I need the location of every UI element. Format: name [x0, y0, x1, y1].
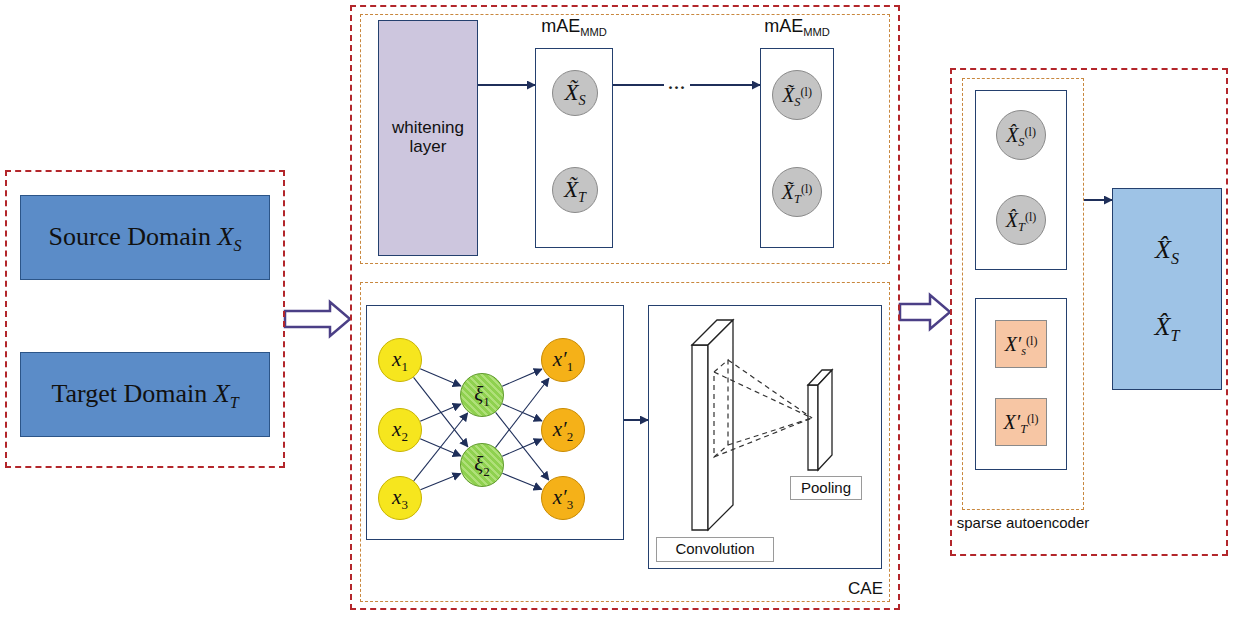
output-neuron: x′2: [541, 408, 585, 452]
node-label: whitening layer: [385, 119, 471, 156]
domain-box: Source Domain XS: [20, 195, 270, 280]
projection-line: [714, 418, 812, 457]
pool-slab-front: [808, 385, 818, 470]
hidden-neuron: ξ1: [460, 373, 504, 417]
node-label: Pooling: [801, 480, 851, 497]
math-symbol: X̂S(l): [1006, 124, 1036, 146]
node-label: X′T(l): [1004, 411, 1039, 433]
block-arrow: [900, 295, 950, 329]
block-arrow: [285, 302, 350, 336]
connector-arrow: [502, 439, 542, 456]
connector-arrow: [624, 419, 648, 421]
math-symbol: x′2: [553, 418, 573, 441]
math-symbol: x3: [392, 486, 408, 509]
math-symbol: X̃T(l): [782, 181, 812, 203]
math-symbol: X̃S: [564, 80, 585, 105]
input-neuron: x2: [378, 408, 422, 452]
convolution-box: Convolution Pooling: [648, 305, 882, 569]
math-symbol: x′3: [553, 486, 573, 509]
projection-line: [714, 372, 812, 418]
edge-label: ...: [664, 68, 690, 95]
input-neuron: x1: [378, 338, 422, 382]
output-neuron: x′3: [541, 476, 585, 520]
group-heading: sparse autoencoder: [957, 515, 1090, 532]
feature-square: X′T(l): [995, 398, 1047, 446]
feature-circle: X̃T(l): [772, 167, 822, 217]
connector-arrow: [495, 378, 549, 447]
cae-group: CAE x1 x2 x3 ξ1 ξ2 x′1 x′2 x′3Convolution Pooling: [360, 282, 890, 602]
connector-arrow: [420, 369, 461, 386]
mae-box: mAEMMDX̃SX̃T: [535, 48, 613, 248]
node-label: X̂S: [1155, 236, 1179, 265]
math-symbol: X̃S(l): [782, 84, 812, 106]
input-neuron: x3: [378, 476, 422, 520]
node-label: X̂T: [1155, 313, 1180, 342]
feature-square: X′s(l): [995, 320, 1047, 368]
projection-line: [728, 360, 812, 418]
connector-arrow: [420, 404, 461, 421]
group-heading: mAEMMD: [541, 17, 607, 37]
node-label: Source Domain XS: [49, 223, 242, 252]
group-heading: CAE: [848, 580, 883, 599]
feature-group: whitening layer mAEMMD X̃S X̃T mAEMMD X̃S(l) X…: [350, 5, 900, 610]
layer-label-box: Pooling: [790, 476, 862, 500]
result-box: X̂S X̂T: [1112, 188, 1222, 390]
connector-arrow: [1084, 199, 1112, 201]
network-box: x1 x2 x3 ξ1 ξ2 x′1 x′2 x′3: [366, 305, 624, 540]
connector-arrow: [414, 413, 468, 481]
hidden-neuron: ξ2: [460, 443, 504, 487]
connector-arrow: [420, 474, 460, 490]
feature-circle: X̂S(l): [996, 110, 1046, 160]
node-label: Convolution: [675, 541, 754, 558]
math-symbol: x′1: [553, 348, 573, 371]
math-symbol: X̃T: [564, 177, 586, 202]
conv-slab-front: [692, 345, 708, 530]
feature-circle: X̃S(l): [772, 70, 822, 120]
connector-arrow: [478, 84, 535, 86]
output-neuron: x′1: [541, 338, 585, 382]
domain-box: Target Domain XT: [20, 352, 270, 437]
node-label: X′s(l): [1005, 333, 1038, 355]
node-label: Target Domain XT: [51, 380, 238, 409]
mae-group: whitening layer mAEMMD X̃S X̃T mAEMMD X̃S(l) X…: [360, 14, 890, 264]
math-symbol: ξ1: [474, 383, 490, 406]
whitening-layer: whitening layer: [378, 20, 478, 256]
mae-box: mAEMMDX̃S(l)X̃T(l): [760, 48, 834, 248]
conv-slab-side: [708, 320, 733, 530]
feature-box: X′s(l) X′T(l): [975, 298, 1067, 470]
math-symbol: x1: [392, 348, 408, 371]
domain-group: Source Domain XS Target Domain XT: [5, 170, 285, 468]
group-heading: mAEMMD: [764, 17, 830, 37]
math-symbol: x2: [392, 418, 408, 441]
pool-slab-side: [818, 370, 832, 470]
feature-circle: X̃S: [552, 70, 598, 116]
connector-arrow: [414, 377, 468, 447]
output-group: sparse autoencoder X̂S(l) X̂T(l) X′s(l) X′T(…: [950, 68, 1228, 556]
feature-box: X̂S(l) X̂T(l): [975, 90, 1067, 270]
connector-arrow: [502, 473, 541, 489]
math-symbol: X̂T(l): [1006, 209, 1036, 231]
feature-circle: X̃T: [552, 167, 598, 213]
feature-circle: X̂T(l): [996, 195, 1046, 245]
math-symbol: ξ2: [474, 453, 490, 476]
sparse-group: sparse autoencoderX̂S(l)X̂T(l)X′s(l)X′T(…: [962, 78, 1084, 510]
connector-arrow: [496, 412, 549, 480]
layer-label-box: Convolution: [656, 537, 774, 562]
projection-line: [728, 418, 812, 445]
receptive-field: [714, 360, 728, 457]
connector-arrow: [502, 369, 542, 386]
